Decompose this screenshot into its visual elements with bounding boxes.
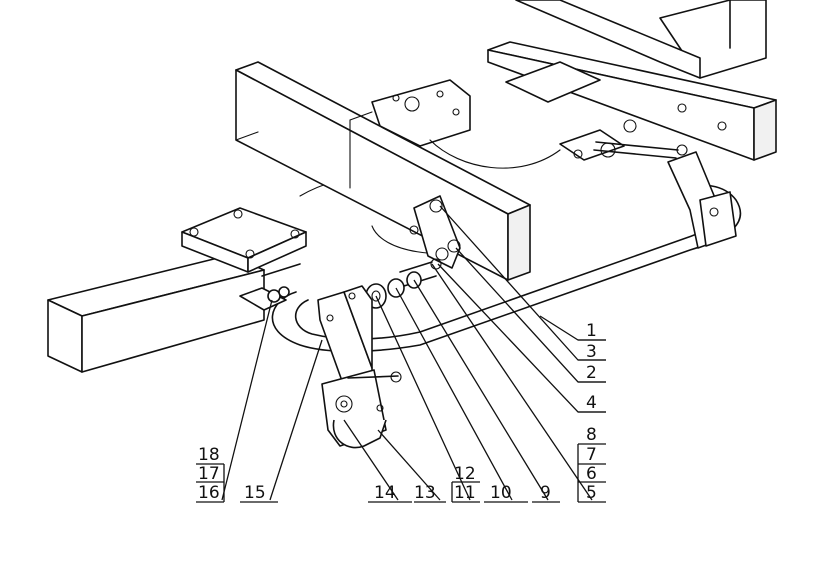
callout-6: 6 <box>586 464 597 484</box>
right-link-assembly <box>593 119 737 249</box>
callout-15: 15 <box>244 483 266 503</box>
callout-13: 13 <box>414 483 436 503</box>
callout-1: 1 <box>586 321 597 341</box>
left-link-assembly <box>317 285 402 449</box>
center-bracket-assembly <box>399 195 461 287</box>
callout-16: 16 <box>198 483 220 503</box>
callout-10: 10 <box>490 483 512 503</box>
callout-5: 5 <box>586 483 597 503</box>
callout-18: 18 <box>198 445 220 465</box>
callout-14: 14 <box>374 483 396 503</box>
spring-seat-pad-left <box>181 207 307 273</box>
callout-11: 11 <box>454 483 476 503</box>
spring-seat-pad-right <box>505 61 625 161</box>
callout-8: 8 <box>586 425 597 445</box>
callout-17: 17 <box>198 464 220 484</box>
callout-4: 4 <box>586 393 597 413</box>
callout-labels: 1 2 3 4 5 6 7 8 9 10 11 12 13 14 15 16 1… <box>198 321 597 503</box>
bushing-set <box>365 271 422 309</box>
callout-9: 9 <box>540 483 551 503</box>
axle-housing-left <box>47 254 265 373</box>
callout-2: 2 <box>586 363 597 383</box>
leader-lines <box>196 205 606 503</box>
axle-housing-right <box>515 0 767 79</box>
callout-7: 7 <box>586 445 597 465</box>
callout-3: 3 <box>586 342 597 362</box>
left-end-bolt <box>239 263 301 311</box>
callout-12: 12 <box>454 464 476 484</box>
